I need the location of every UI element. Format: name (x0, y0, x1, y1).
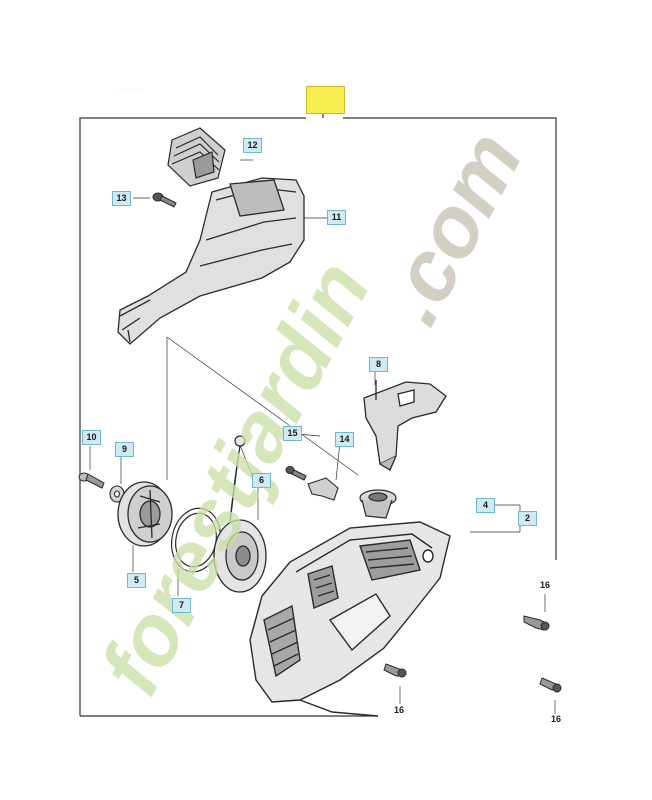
part-8-handle (363, 380, 447, 471)
callout-14: 14 (335, 432, 354, 447)
part-14-clip (285, 465, 339, 501)
callout-4: 4 (476, 498, 495, 513)
callout-10: 10 (82, 430, 101, 445)
part-2-starter-housing (249, 521, 451, 717)
diagram-frame (79, 112, 557, 717)
part-11-starter-cover (117, 177, 305, 345)
label-16-bottom: 16 (394, 705, 405, 715)
assembly-marker (306, 86, 345, 114)
callout-7: 7 (172, 598, 191, 613)
part-13-screw (152, 192, 177, 208)
label-16-lower-right: 16 (551, 714, 562, 724)
part-5-pulley (117, 481, 173, 547)
label-16-right: 16 (540, 580, 551, 590)
callout-9: 9 (115, 442, 134, 457)
callout-11: 11 (327, 210, 346, 225)
leader-lines (89, 159, 556, 714)
watermark-domain: .com (362, 117, 541, 339)
part-9-washer (109, 485, 125, 503)
callout-8: 8 (369, 357, 388, 372)
faint-caption: ........ (118, 85, 142, 92)
starter-drum (213, 519, 267, 593)
callout-2: 2 (518, 511, 537, 526)
callout-15: 15 (283, 426, 302, 441)
callout-5: 5 (127, 573, 146, 588)
part-10-screw (78, 472, 105, 489)
part-16-screws (383, 615, 562, 693)
callout-12: 12 (243, 138, 262, 153)
callout-6: 6 (252, 473, 271, 488)
part-4-bushing (359, 489, 397, 519)
callout-13: 13 (112, 191, 131, 206)
part-12-rubber-boot (167, 127, 226, 187)
